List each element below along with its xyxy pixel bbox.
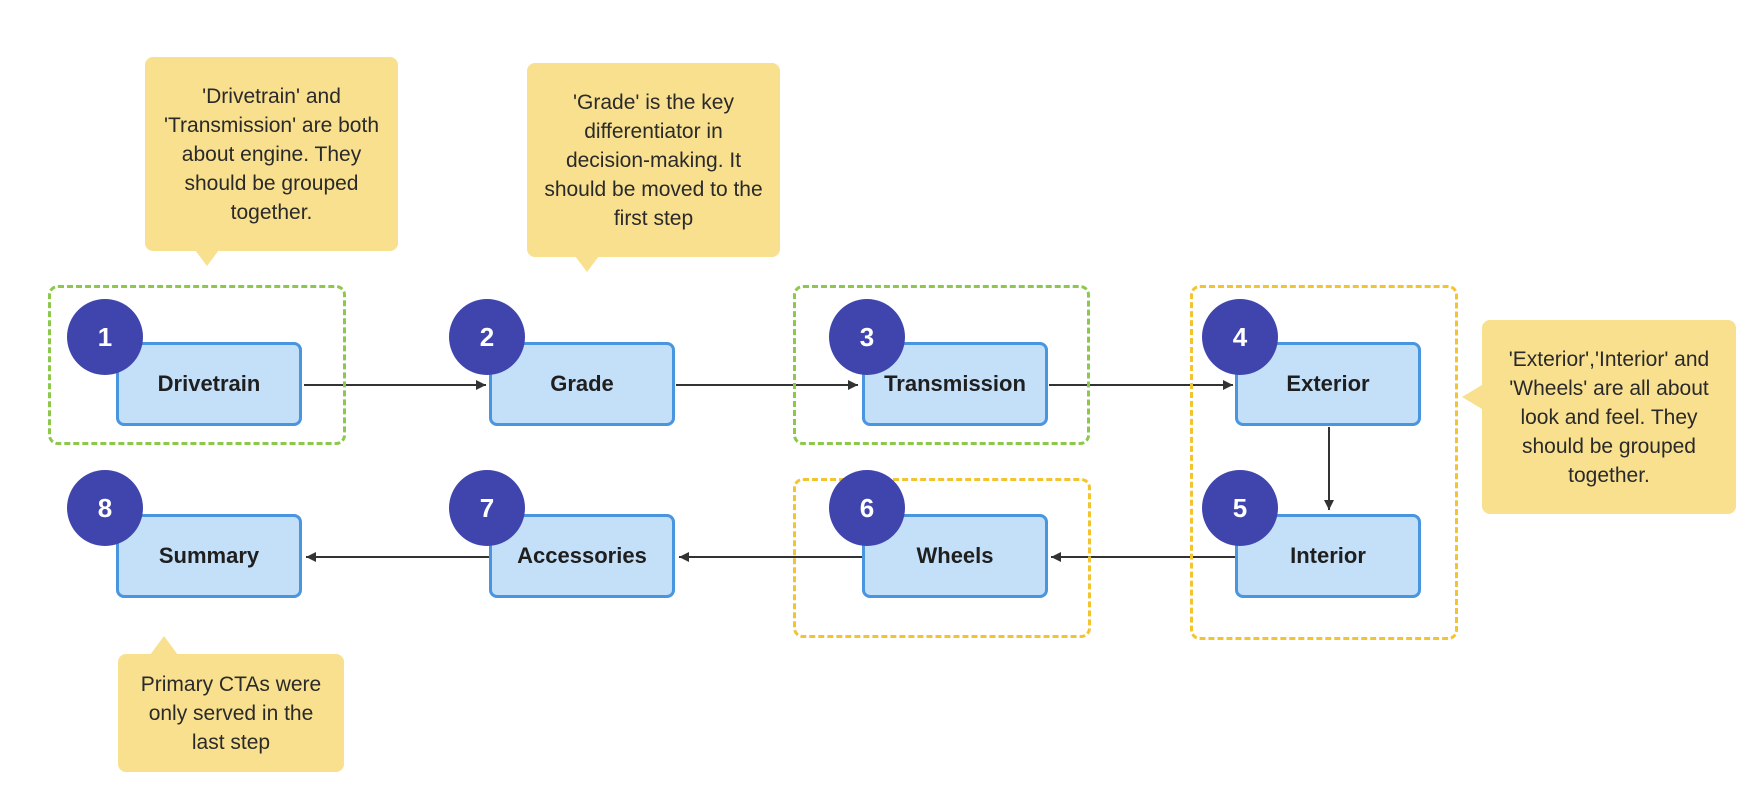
step-number-badge-4: 4 — [1202, 299, 1278, 375]
step-accessories: Accessories — [489, 514, 675, 598]
step-grade: Grade — [489, 342, 675, 426]
step-number-badge-7: 7 — [449, 470, 525, 546]
group-look-exterior-interior — [1190, 285, 1458, 640]
note-grade-priority: 'Grade' is the key differentiator in dec… — [527, 63, 780, 257]
step-number-badge-5: 5 — [1202, 470, 1278, 546]
step-drivetrain: Drivetrain — [116, 342, 302, 426]
step-number-badge-3: 3 — [829, 299, 905, 375]
step-number-badge-6: 6 — [829, 470, 905, 546]
step-number-badge-1: 1 — [67, 299, 143, 375]
step-number-badge-2: 2 — [449, 299, 525, 375]
step-number-badge-8: 8 — [67, 470, 143, 546]
step-transmission: Transmission — [862, 342, 1048, 426]
note-cta-pointer — [150, 636, 178, 655]
note-grade-pointer — [575, 256, 599, 272]
group-look-wheels — [793, 478, 1091, 638]
note-engine-grouping: 'Drivetrain' and 'Transmission' are both… — [145, 57, 398, 251]
group-engine-drivetrain — [48, 285, 346, 445]
step-summary: Summary — [116, 514, 302, 598]
note-cta-placement: Primary CTAs were only served in the las… — [118, 654, 344, 772]
note-look-pointer — [1462, 385, 1482, 409]
note-look-grouping: 'Exterior','Interior' and 'Wheels' are a… — [1482, 320, 1736, 514]
group-engine-transmission — [793, 285, 1090, 445]
step-wheels: Wheels — [862, 514, 1048, 598]
note-engine-pointer — [195, 250, 219, 266]
